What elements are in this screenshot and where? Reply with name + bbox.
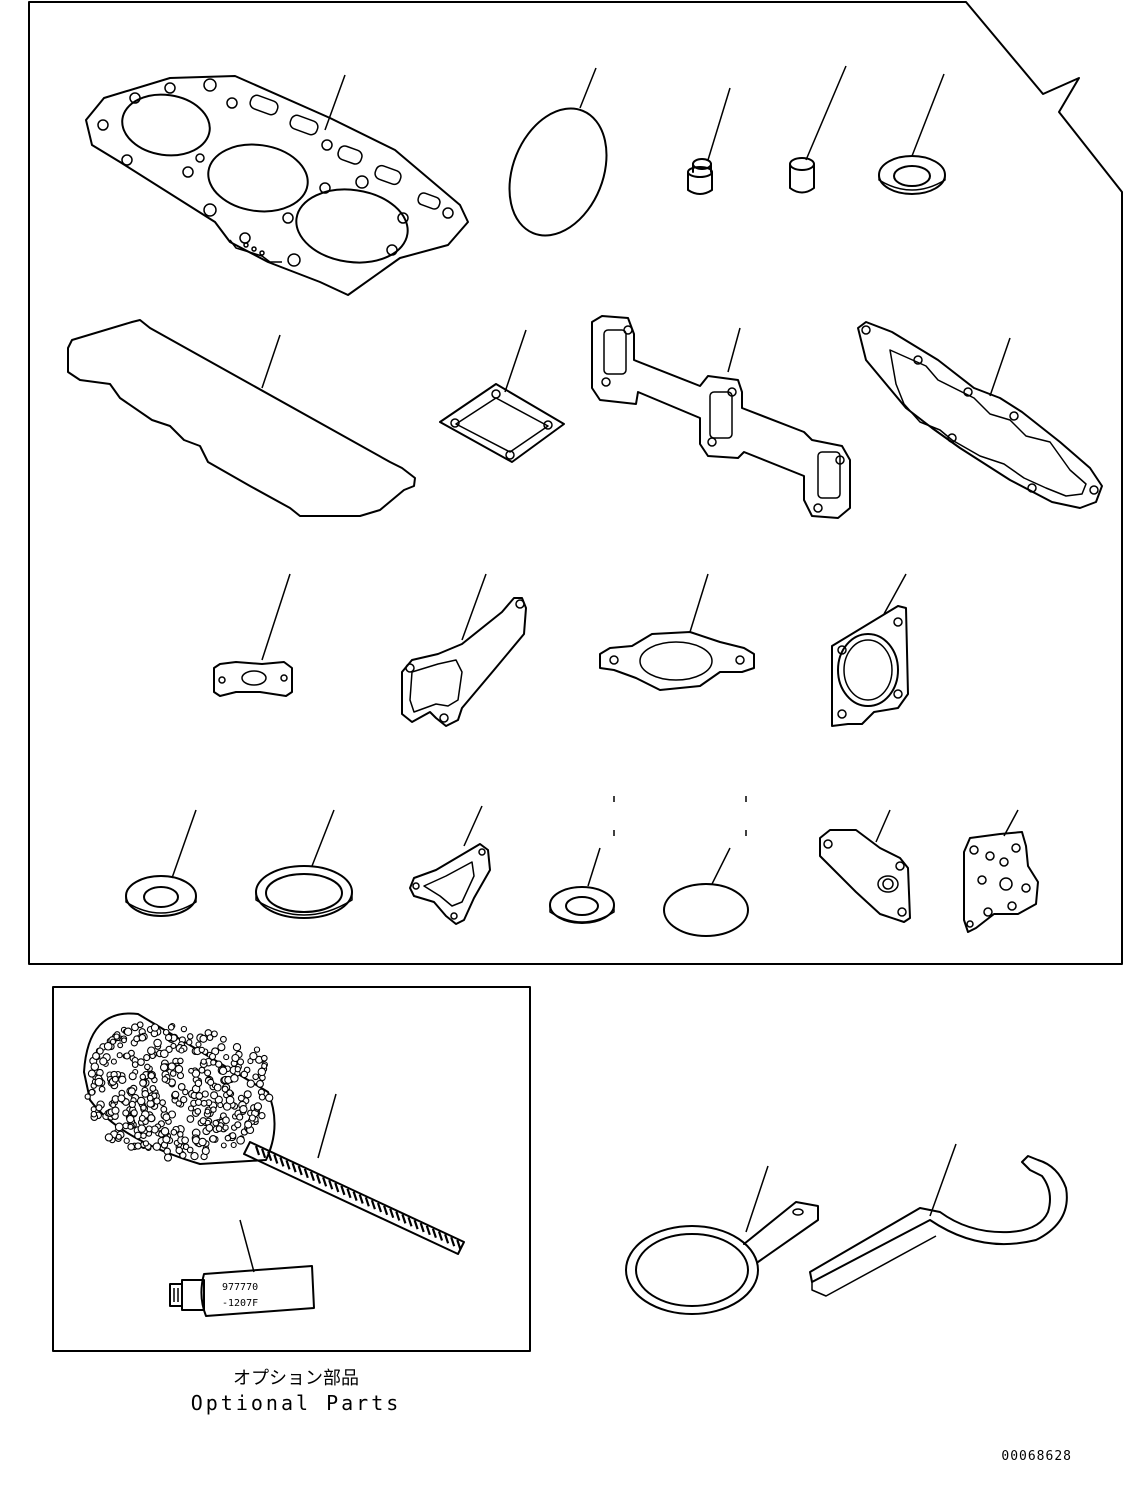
- washer: [878, 155, 946, 195]
- sealant-tube: 977770 -1207F: [169, 1265, 315, 1317]
- round-gasket: [663, 883, 749, 937]
- optional-parts-label-en: Optional Parts: [191, 1391, 402, 1415]
- washer-large: [255, 865, 353, 919]
- tube-label-line1: 977770: [222, 1282, 258, 1293]
- tube-label-line2: -1207F: [222, 1298, 258, 1309]
- washer-medium: [549, 886, 615, 924]
- intake-manifold-gasket: [857, 321, 1103, 509]
- cover-gasket-small: [409, 843, 491, 925]
- cylinder-hone-brush: [83, 1012, 465, 1255]
- washer-small: [125, 875, 197, 917]
- square-flange-gasket: [439, 383, 565, 463]
- spanner-wrench: [809, 1155, 1068, 1297]
- break-marks: [613, 796, 747, 836]
- oil-filter-gasket: [831, 605, 909, 727]
- cylinder-head-gasket: [85, 75, 469, 296]
- thermostat-housing-gasket: [599, 631, 755, 691]
- bushing: [789, 157, 815, 194]
- drawing-number: 00068628: [1001, 1449, 1072, 1464]
- oil-cooler-gasket: [819, 829, 911, 923]
- small-oval-gasket: [213, 661, 293, 697]
- valve-stem-seal: [687, 158, 713, 195]
- water-pump-gasket: [401, 597, 527, 727]
- optional-parts-box: [52, 986, 531, 1352]
- rocker-cover-gasket: [67, 319, 416, 517]
- front-cover-gasket: [963, 831, 1039, 933]
- o-ring: [508, 107, 608, 237]
- optional-parts-label-jp: オプション部品: [233, 1368, 359, 1389]
- exhaust-manifold-gasket: [591, 315, 851, 519]
- filter-wrench: [625, 1201, 819, 1315]
- gasket-kit-frame: [28, 1, 1123, 965]
